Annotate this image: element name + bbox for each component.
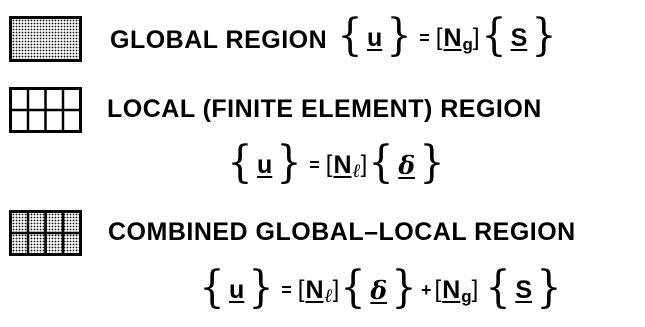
close-brace: } <box>419 137 445 188</box>
close-bracket: ] <box>360 151 368 178</box>
dotted-fill-square-icon <box>9 16 82 62</box>
grid-square-icon <box>9 87 82 133</box>
displacement-vector: u <box>367 23 383 52</box>
combined-region-label: COMBINED GLOBAL–LOCAL REGION <box>108 218 576 246</box>
open-bracket: [ <box>297 276 305 303</box>
displacement-vector: u <box>229 275 245 304</box>
close-brace: } <box>248 262 274 313</box>
nodal-displacement-vector: δ <box>398 150 416 180</box>
global-region-label: GLOBAL REGION <box>110 26 328 54</box>
equals-sign: = <box>419 28 430 48</box>
close-bracket: ] <box>332 276 340 303</box>
close-brace: } <box>391 262 417 313</box>
open-brace: { <box>227 137 253 188</box>
displacement-vector: u <box>257 150 273 179</box>
close-brace: } <box>386 10 412 61</box>
close-brace: } <box>536 262 562 313</box>
nodal-displacement-vector: δ <box>370 275 388 305</box>
open-brace: { <box>480 10 507 61</box>
dotted-grid-square-icon <box>9 210 82 256</box>
global-subscript: g <box>461 286 472 306</box>
equals-sign: = <box>281 280 292 300</box>
local-region-label: LOCAL (FINITE ELEMENT) REGION <box>107 95 542 123</box>
global-shape-matrix: N <box>442 275 461 304</box>
plus-sign: + <box>421 280 432 300</box>
close-bracket: ] <box>471 276 479 303</box>
global-dof-vector: S <box>515 275 533 304</box>
open-bracket: [ <box>435 24 443 51</box>
open-brace: { <box>485 262 511 313</box>
equals-sign: = <box>309 155 320 175</box>
local-subscript: ℓ <box>352 159 361 182</box>
local-subscript: ℓ <box>324 284 333 307</box>
local-shape-matrix: N <box>305 275 324 304</box>
open-bracket: [ <box>325 151 333 178</box>
open-brace: { <box>368 137 394 188</box>
global-subscript: g <box>462 34 473 54</box>
open-bracket: [ <box>434 276 442 303</box>
global-dof-vector: S <box>510 23 528 52</box>
close-bracket: ] <box>472 24 480 51</box>
close-brace: } <box>276 137 302 188</box>
open-brace: { <box>337 10 363 61</box>
open-brace: { <box>199 262 225 313</box>
local-shape-matrix: N <box>333 150 352 179</box>
global-shape-matrix: N <box>443 23 462 52</box>
close-brace: } <box>531 10 557 61</box>
open-brace: { <box>340 262 366 313</box>
